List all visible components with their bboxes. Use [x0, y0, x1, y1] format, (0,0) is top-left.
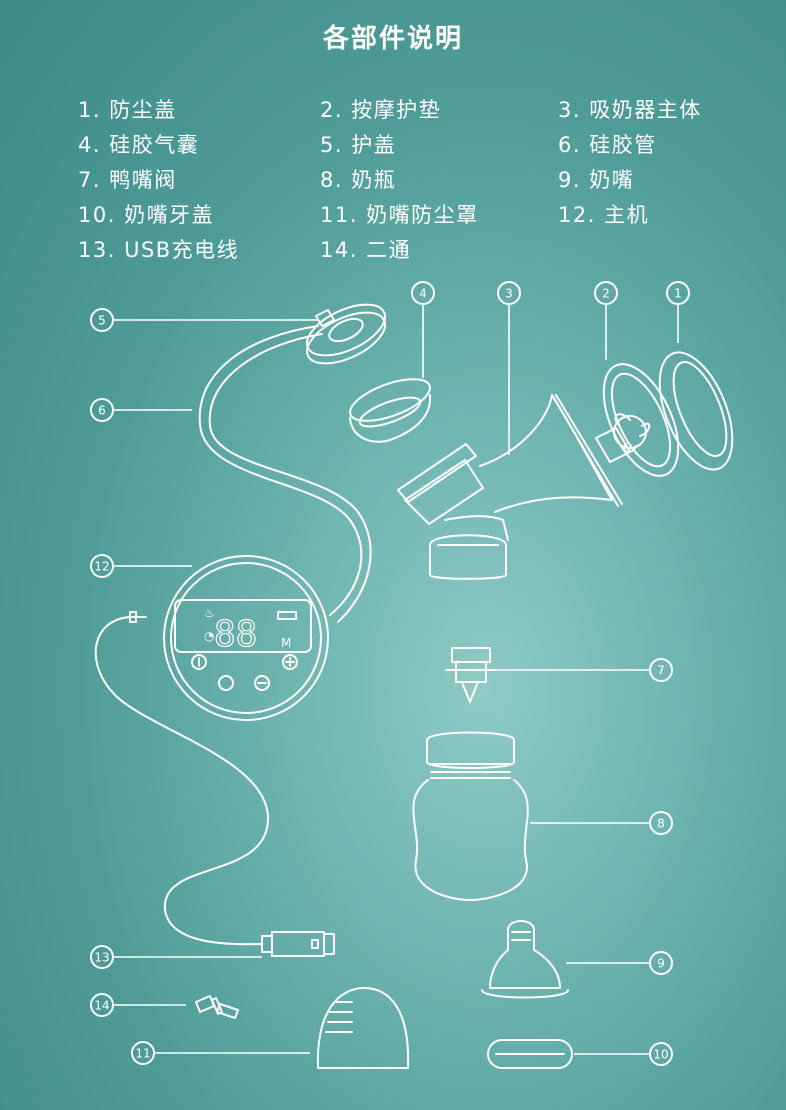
svg-text:3: 3	[505, 287, 513, 301]
callout-6: 6	[91, 399, 192, 421]
mode-button-icon	[219, 676, 233, 690]
svg-text:2: 2	[602, 287, 610, 301]
nipple-collar-illustration	[488, 1040, 572, 1068]
callout-2: 2	[595, 282, 617, 360]
svg-text:4: 4	[419, 287, 427, 301]
massage-cushion-illustration	[588, 353, 693, 487]
cover-illustration	[299, 294, 392, 374]
two-way-connector-illustration	[196, 996, 238, 1018]
lcd-digits: 88	[214, 614, 257, 655]
callout-11: 11	[132, 1042, 310, 1064]
callout-1: 1	[667, 282, 689, 343]
callout-14: 14	[91, 994, 186, 1016]
svg-text:7: 7	[657, 664, 665, 678]
svg-text:5: 5	[98, 314, 106, 328]
callout-3: 3	[498, 282, 520, 455]
nipple-illustration	[482, 921, 568, 998]
drop-icon: ◔	[204, 629, 214, 643]
diaphragm-illustration	[345, 371, 435, 442]
main-unit-illustration: ♨ ◔ 88 M	[164, 556, 328, 720]
bottle-illustration	[413, 733, 527, 901]
svg-text:1: 1	[674, 287, 682, 301]
svg-text:14: 14	[94, 999, 109, 1013]
callout-13: 13	[91, 946, 262, 968]
callout-4: 4	[412, 282, 434, 378]
usb-cable-illustration	[96, 612, 334, 956]
nipple-dust-cover-illustration	[318, 988, 408, 1068]
lcd-mode-label: M	[281, 636, 291, 650]
svg-text:8: 8	[657, 817, 665, 831]
callout-8: 8	[530, 812, 672, 834]
callout-10: 10	[574, 1043, 672, 1065]
silicone-tube-illustration	[200, 326, 371, 622]
svg-text:12: 12	[94, 560, 109, 574]
svg-text:11: 11	[135, 1047, 150, 1061]
svg-text:13: 13	[94, 951, 109, 965]
svg-text:6: 6	[98, 404, 106, 418]
callout-5: 5	[91, 309, 318, 331]
callout-7: 7	[497, 659, 672, 681]
callout-12: 12	[91, 555, 192, 577]
duckbill-valve-illustration	[446, 648, 496, 702]
callout-9: 9	[566, 952, 672, 974]
pump-body-illustration	[398, 395, 622, 579]
svg-text:10: 10	[653, 1048, 668, 1062]
svg-text:9: 9	[657, 957, 665, 971]
